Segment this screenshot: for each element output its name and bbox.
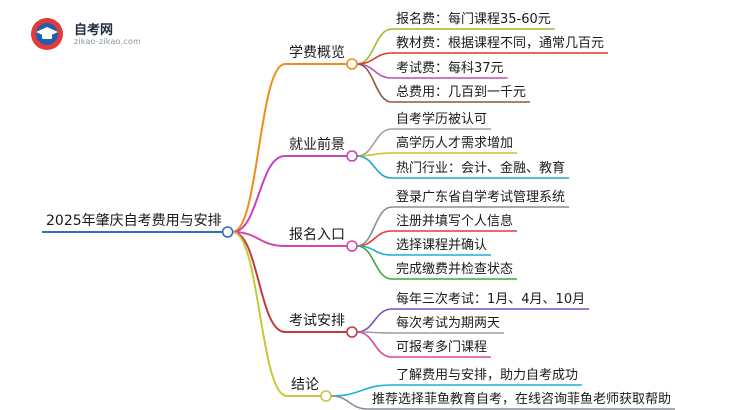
leaf-exams-2: 每次考试为期两天 xyxy=(396,316,501,331)
leaf-registration-1-link xyxy=(356,206,393,247)
logo-title: 自考网 xyxy=(74,23,114,38)
branch-fees-node-dot xyxy=(346,58,358,70)
leaf-registration-2: 注册并填写个人信息 xyxy=(396,214,514,229)
root-to-branch-conclusion-link xyxy=(232,231,288,397)
leaf-fees-3: 考试费：每科37元 xyxy=(396,61,504,76)
leaf-exams-1-link xyxy=(356,308,393,333)
leaf-conclusion-1: 了解费用与安排，助力自考成功 xyxy=(396,368,579,383)
leaf-exams-1: 每年三次考试：1月、4月、10月 xyxy=(396,292,586,307)
leaf-career-3-link xyxy=(356,155,393,179)
leaf-registration-4: 完成缴费并检查状态 xyxy=(396,262,514,277)
branch-registration-node-dot xyxy=(346,240,358,252)
leaf-registration-1: 登录广东省自学考试管理系统 xyxy=(396,190,566,205)
leaf-registration-4-link xyxy=(356,245,393,280)
leaf-career-1-link xyxy=(356,128,393,157)
root-to-branch-exams-link xyxy=(232,231,286,333)
leaf-career-3: 热门行业：会计、金融、教育 xyxy=(396,161,566,176)
leaf-conclusion-1-link xyxy=(330,384,393,397)
branch-career-node-dot xyxy=(346,150,358,162)
root-to-branch-fees-link xyxy=(232,63,286,233)
root-node: 2025年肇庆自考费用与安排 xyxy=(46,213,222,229)
branch-registration: 报名入口 xyxy=(289,227,345,243)
leaf-exams-3: 可报考多门课程 xyxy=(396,340,488,355)
leaf-fees-4-link xyxy=(356,63,393,103)
branch-career: 就业前景 xyxy=(289,137,345,153)
leaf-conclusion-2: 推荐选择菲鱼教育自考，在线咨询菲鱼老师获取帮助 xyxy=(372,392,672,407)
branch-conclusion-node-dot xyxy=(320,390,332,402)
root-to-branch-career-link xyxy=(232,155,286,233)
leaf-fees-4: 总费用：几百到一千元 xyxy=(396,85,527,100)
branch-fees: 学费概览 xyxy=(289,45,345,61)
branch-exams-node-dot xyxy=(346,326,358,338)
branch-conclusion: 结论 xyxy=(291,377,319,393)
root-node-dot xyxy=(221,226,234,238)
leaf-conclusion-2-link xyxy=(330,395,369,410)
logo-subtitle: zikao-zikao.com xyxy=(74,37,141,46)
leaf-registration-3: 选择课程并确认 xyxy=(396,238,488,253)
leaf-career-2: 高学历人才需求增加 xyxy=(396,136,514,151)
leaf-fees-2: 教材费：根据课程不同，通常几百元 xyxy=(396,36,605,51)
branch-exams: 考试安排 xyxy=(289,313,345,329)
site-logo[interactable]: 自考网 zikao-zikao.com xyxy=(30,17,150,53)
leaf-career-1: 自考学历被认可 xyxy=(396,112,488,127)
graduation-cap-icon xyxy=(31,18,63,50)
leaf-exams-3-link xyxy=(356,331,393,358)
root-to-branch-registration-link xyxy=(232,231,286,247)
leaf-fees-1: 报名费：每门课程35-60元 xyxy=(396,12,551,27)
